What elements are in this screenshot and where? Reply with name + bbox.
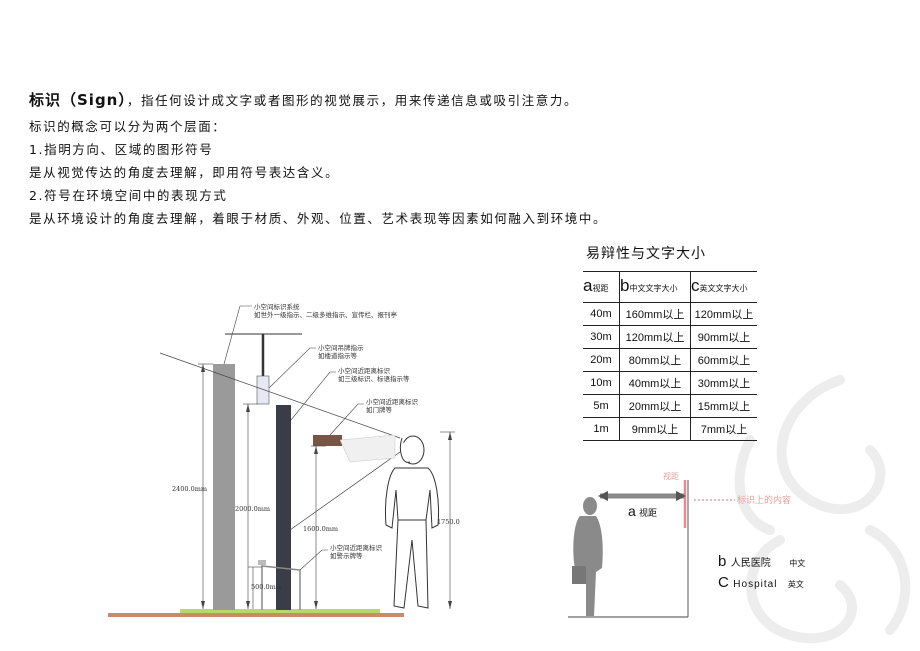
distance-arrow-right (676, 491, 686, 501)
table-title: 易辩性与文字大小 (586, 246, 706, 262)
view-cone (339, 434, 396, 463)
warning-sign-pole (261, 565, 301, 610)
legend-b-text: 人民医院 (730, 558, 771, 569)
label-system-sub: 如世外一级指示、二级多维指示、宣传栏、报刊亭 (254, 310, 398, 319)
label-warning-title: 小空间近距离标识 (330, 543, 383, 552)
legend-chinese: b 人民医院 中文 (718, 553, 805, 571)
person-figure (385, 435, 439, 609)
label-near-sub: 如三级标识、标语指示等 (338, 374, 410, 383)
small-a-letter: a (628, 503, 636, 519)
intro-line-2: 1.指明方向、区域的图形符号 (29, 142, 214, 157)
small-content-label: 标识上的内容 (737, 494, 791, 506)
table-header-row: a视距 b中文文字大小 c英文文字大小 (583, 271, 757, 303)
distance-arrow-left (598, 491, 608, 501)
intro-line-1: 标识的概念可以分为两个层面： (29, 119, 227, 134)
label-hanging-title: 小空间吊牌指示 (318, 343, 364, 352)
intro-definition: ，指任何设计成文字或者图形的视觉展示，用来传递信息或吸引注意力。 (126, 93, 579, 108)
leader-near (290, 371, 336, 421)
dim-1750: 1750.0 (437, 518, 460, 526)
header-english-size: c英文文字大小 (690, 271, 757, 303)
dim-2000: 2000.0mm (235, 505, 270, 513)
hanging-sign (256, 375, 270, 405)
legend-c-text: Hospital (733, 579, 778, 590)
sightline-lower (289, 451, 401, 531)
legend-english: C Hospital 英文 (718, 574, 804, 592)
intro-term: 标识（Sign） (29, 91, 127, 109)
warning-sign (258, 560, 266, 565)
intro-line-3: 是从视觉传达的角度去理解，即用符号表达含义。 (29, 165, 340, 180)
legend-c-letter: C (718, 574, 729, 591)
label-door-sub: 如门牌等 (366, 405, 393, 414)
intro-headline: 标识（Sign），指任何设计成文字或者图形的视觉展示，用来传递信息或吸引注意力。 (29, 89, 578, 110)
small-person-silhouette (572, 497, 603, 616)
label-hanging-sub: 如楼道指示等 (318, 351, 358, 360)
leader-door (329, 403, 364, 436)
door-sign (313, 435, 342, 446)
wall-sign-panel (276, 405, 291, 610)
header-chinese-size: b中文文字大小 (619, 271, 691, 303)
sightline-upper (159, 352, 401, 439)
small-a-text: 视距 (639, 507, 657, 519)
legend-c-note: 英文 (787, 580, 804, 589)
ground-grass (180, 609, 380, 613)
label-door-title: 小空间近距离标识 (366, 397, 419, 406)
label-warning-sub: 如警示牌等 (330, 551, 363, 560)
legend-b-note: 中文 (789, 559, 806, 568)
legend-b-letter: b (718, 553, 727, 570)
dim-1600: 1600.0mm (303, 525, 338, 533)
leader-warning (299, 549, 328, 571)
label-system-title: 小空间标识系统 (254, 302, 300, 311)
dim-2400: 2400.0mm (172, 485, 207, 493)
small-view-label: 视距 (663, 471, 679, 481)
label-near-title: 小空间近距离标识 (338, 366, 391, 375)
dim-500: 500.0mm (251, 583, 282, 591)
decorative-swirl-pattern (734, 375, 911, 644)
header-distance: a视距 (583, 271, 620, 303)
leader-hanging (268, 347, 316, 389)
leader-system (223, 305, 252, 365)
tall-sign-post (213, 364, 235, 610)
intro-line-5: 是从环境设计的角度去理解，着眼于材质、外观、位置、艺术表现等因素如何融入到环境中… (29, 211, 608, 226)
intro-line-4: 2.符号在环境空间中的表现方式 (29, 188, 228, 203)
ground-base (108, 613, 404, 617)
dimension-lines (198, 363, 455, 609)
